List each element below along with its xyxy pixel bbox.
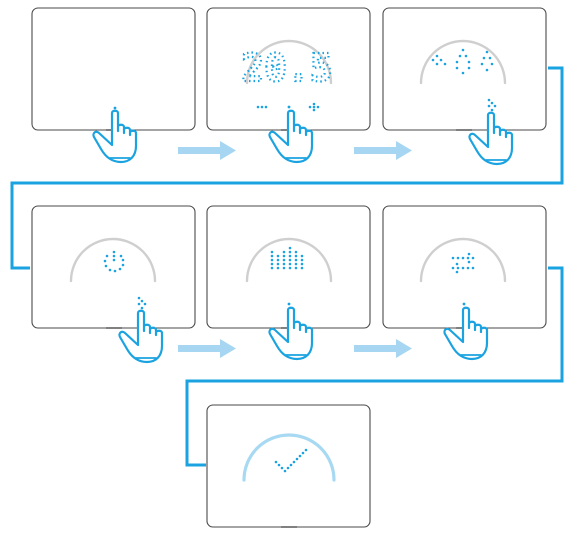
signal-bar-dot: [300, 254, 304, 258]
signal-bar-dot: [282, 250, 286, 254]
arrow-right-2: [354, 141, 412, 160]
minus-control: [256, 105, 268, 109]
signal-bar-dot: [294, 266, 298, 270]
signal-bar-dot: [276, 262, 280, 266]
temperature-readout: 20.5: [241, 46, 333, 90]
dial-arc: [69, 237, 157, 283]
signal-bar-dot: [288, 258, 292, 262]
touch-dot: [462, 302, 466, 306]
sun-icon: [431, 54, 447, 66]
signal-bar-dot: [270, 262, 274, 266]
panel-step-1: [31, 7, 196, 164]
touch-dot: [113, 106, 117, 110]
panel-step-2: 20.5: [206, 7, 371, 164]
dial-arc: [245, 237, 333, 283]
panel-step-7: [206, 404, 371, 528]
signal-bar-dot: [276, 254, 280, 258]
signal-bar-dot: [282, 262, 286, 266]
checkmark-icon: [274, 448, 308, 473]
droplet-icon: [480, 50, 494, 72]
signal-bar-dot: [288, 262, 292, 266]
panel-step-3: [382, 7, 547, 166]
arrow-right-1: [178, 141, 236, 160]
connector-row2-to-row3: [185, 266, 564, 467]
flow-connectors: [10, 66, 564, 467]
signal-bar-dot: [300, 266, 304, 270]
droplet-icon: [455, 48, 471, 75]
signal-bar-dot: [294, 254, 298, 258]
signal-bar-dot: [282, 258, 286, 262]
arrow-right-4: [354, 339, 412, 358]
dial-arc: [419, 237, 507, 283]
signal-bar-dot: [276, 258, 280, 262]
signal-bar-dot: [282, 254, 286, 258]
dial-arc: [245, 39, 333, 85]
swipe-dots-icon: [487, 98, 497, 112]
swipe-dots-icon: [137, 296, 147, 310]
signal-bar-dot: [288, 246, 292, 250]
signal-bar-dot: [294, 262, 298, 266]
touch-dot: [287, 105, 291, 109]
panel-step-4: [31, 205, 196, 364]
signal-bar-dot: [294, 258, 298, 262]
panel-step-5: [206, 205, 371, 361]
signal-bar-dot: [294, 250, 298, 254]
dial-arc: [419, 39, 507, 85]
signal-bar-dot: [282, 266, 286, 270]
panel-step-6: [382, 205, 547, 361]
signal-bars-icon: [270, 246, 304, 270]
dial-arc-highlight: [242, 433, 336, 482]
signal-bar-dot: [288, 250, 292, 254]
signal-bar-dot: [276, 266, 280, 270]
signal-bar-dot: [270, 258, 274, 262]
signal-bar-dot: [270, 254, 274, 258]
signal-bar-dot: [288, 266, 292, 270]
flow-arrows: [178, 141, 412, 358]
plus-control: [308, 102, 320, 112]
power-icon: [103, 250, 125, 273]
signal-bar-dot: [270, 266, 274, 270]
signal-bar-dot: [300, 262, 304, 266]
connector-row1-to-row2: [10, 66, 564, 270]
signal-bar-dot: [270, 250, 274, 254]
signal-bar-dot: [300, 258, 304, 262]
touch-dot: [287, 302, 291, 306]
arrow-right-3: [178, 339, 236, 358]
signal-bar-dot: [288, 254, 292, 258]
sync-arrows-icon: [451, 252, 475, 274]
